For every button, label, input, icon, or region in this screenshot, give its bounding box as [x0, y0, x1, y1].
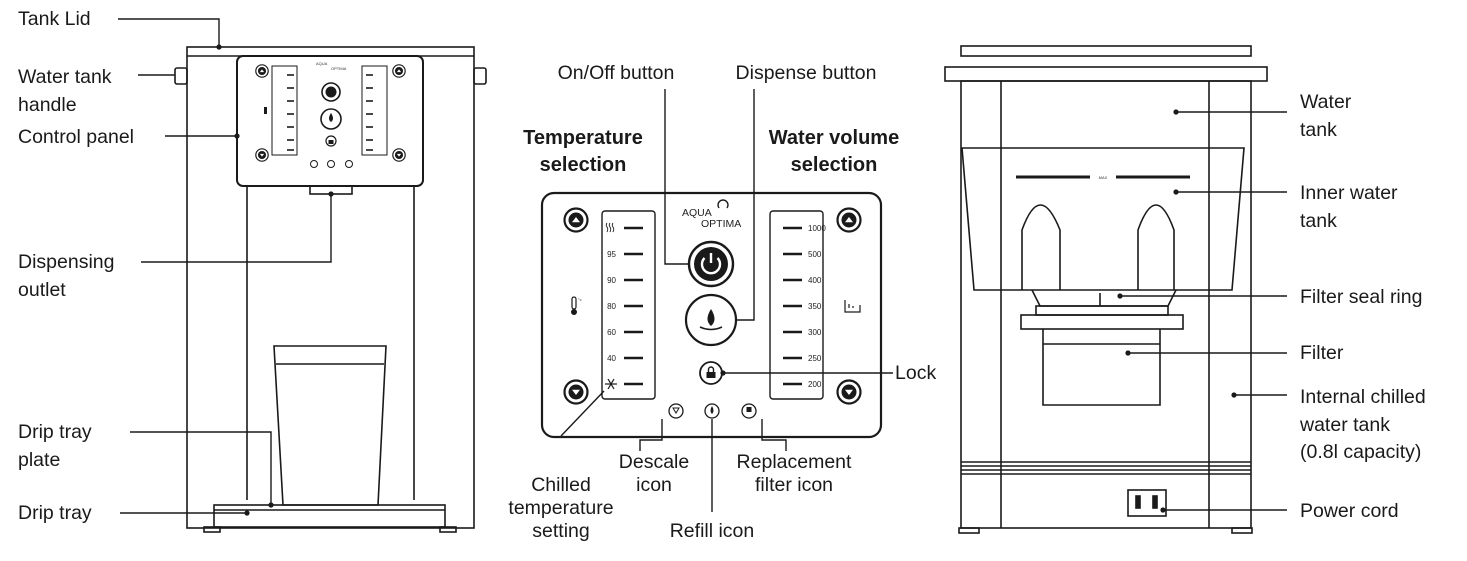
filter-shape	[1042, 329, 1161, 406]
water-drop-icon	[707, 309, 715, 326]
left-callout-dots	[216, 44, 334, 516]
refill-icon-label: Refill icon	[670, 520, 755, 542]
mini-panel: AQUA OPTIMA	[255, 61, 406, 168]
chilled-temp-label-3: setting	[532, 520, 589, 542]
water-tank-handle-label-2: handle	[18, 94, 77, 116]
chilled-temp-label-1: Chilled	[531, 474, 591, 496]
temp-60: 60	[607, 328, 616, 337]
left-cone	[1021, 204, 1061, 290]
descale-icon-label-1: Descale	[619, 451, 689, 473]
temp-down-button[interactable]	[563, 379, 589, 405]
cup-icon	[844, 300, 861, 313]
replacement-filter-label-1: Replacement	[737, 451, 852, 473]
refill-indicator	[704, 403, 720, 419]
vol-500: 500	[808, 250, 822, 259]
power-socket	[1127, 489, 1167, 517]
dispensing-outlet-label-1: Dispensing	[18, 251, 114, 273]
lock-button[interactable]	[699, 361, 723, 385]
chilled-tank-label-1: Internal chilled	[1300, 386, 1426, 408]
water-tank-handle-label-1: Water tank	[18, 66, 112, 88]
body-outline	[960, 80, 1252, 529]
filter-seal-ring-label: Filter seal ring	[1300, 286, 1422, 308]
glass	[273, 345, 387, 506]
temp-up-button[interactable]	[563, 207, 589, 233]
right-cone	[1137, 204, 1175, 290]
device-body	[186, 46, 475, 529]
dispensing-outlet-label-2: outlet	[18, 279, 66, 301]
vol-300: 300	[808, 328, 822, 337]
svg-text:OPTIMA: OPTIMA	[701, 218, 741, 230]
volume-down-button[interactable]	[836, 379, 862, 405]
water-volume-selection-label-1: Water volume	[769, 127, 899, 149]
temp-40: 40	[607, 354, 616, 363]
vol-1000: 1000	[808, 224, 826, 233]
brand-logo: AQUA OPTIMA	[682, 199, 741, 230]
center-callouts	[560, 89, 893, 512]
drip-tray-plate-label-2: plate	[18, 449, 60, 471]
vol-350: 350	[808, 302, 822, 311]
replacement-filter-label-2: filter icon	[755, 474, 833, 496]
temperature-selection-label-2: selection	[540, 154, 627, 176]
descale-icon-label-2: icon	[636, 474, 672, 496]
mini-vol-up	[392, 64, 406, 78]
chilled-temp-label-2: temperature	[508, 497, 613, 519]
power-button[interactable]	[687, 240, 735, 288]
lock-label: Lock	[895, 362, 936, 384]
on-off-button-label: On/Off button	[558, 62, 675, 84]
water-volume-selection-label-2: selection	[791, 154, 878, 176]
left-handle	[174, 67, 188, 85]
mini-temp-up	[255, 64, 269, 78]
internal-view	[944, 45, 1268, 534]
chilled-tank-label-2: water tank	[1299, 414, 1390, 436]
steam-icon	[605, 222, 615, 233]
vol-400: 400	[808, 276, 822, 285]
drip-tray-plate-label-1: Drip tray	[18, 421, 92, 443]
volume-up-button[interactable]	[836, 207, 862, 233]
temp-marks	[624, 226, 643, 386]
descale-indicator	[668, 403, 684, 419]
temp-80: 80	[607, 302, 616, 311]
snowflake-icon	[605, 378, 617, 390]
thermometer-icon: °c	[571, 296, 582, 315]
dispense-button[interactable]	[684, 293, 738, 347]
water-tank-label-2: tank	[1300, 119, 1337, 141]
volume-marks	[783, 226, 802, 386]
temp-95: 95	[607, 250, 616, 259]
right-handle	[473, 67, 487, 85]
control-panel-label: Control panel	[18, 126, 134, 148]
left-callouts	[118, 18, 332, 514]
filter-label: Filter	[1300, 342, 1344, 364]
max-mark: MAX	[1099, 175, 1108, 180]
mini-power-button	[321, 82, 341, 102]
right-callouts	[1120, 111, 1287, 511]
vol-200: 200	[808, 380, 822, 389]
mini-dispense-button	[320, 108, 342, 130]
drip-tray-label: Drip tray	[18, 502, 92, 524]
svg-text:AQUA: AQUA	[682, 207, 712, 219]
front-view	[174, 46, 487, 533]
drip-tray-shape	[213, 504, 446, 528]
dispense-button-label: Dispense button	[736, 62, 877, 84]
mini-vol-down	[392, 148, 406, 162]
inner-water-tank-label-1: Inner water	[1300, 182, 1398, 204]
inner-water-tank-label-2: tank	[1300, 210, 1337, 232]
vol-250: 250	[808, 354, 822, 363]
power-cord-label: Power cord	[1300, 500, 1399, 522]
inner-tank-shape	[961, 147, 1245, 291]
mini-brand: AQUA	[316, 61, 328, 66]
temp-90: 90	[607, 276, 616, 285]
lock-icon	[706, 372, 716, 378]
mini-brand-bottom: OPTIMA	[331, 66, 347, 71]
chilled-tank-label-3: (0.8l capacity)	[1300, 441, 1421, 463]
temperature-selection-label-1: Temperature	[523, 127, 643, 149]
water-tank-label-1: Water	[1300, 91, 1352, 113]
mini-temp-down	[255, 148, 269, 162]
tank-lid-label: Tank Lid	[18, 8, 91, 30]
svg-text:°c: °c	[578, 297, 582, 302]
replacement-filter-indicator	[741, 403, 757, 419]
tank-lid-shape	[944, 66, 1268, 82]
